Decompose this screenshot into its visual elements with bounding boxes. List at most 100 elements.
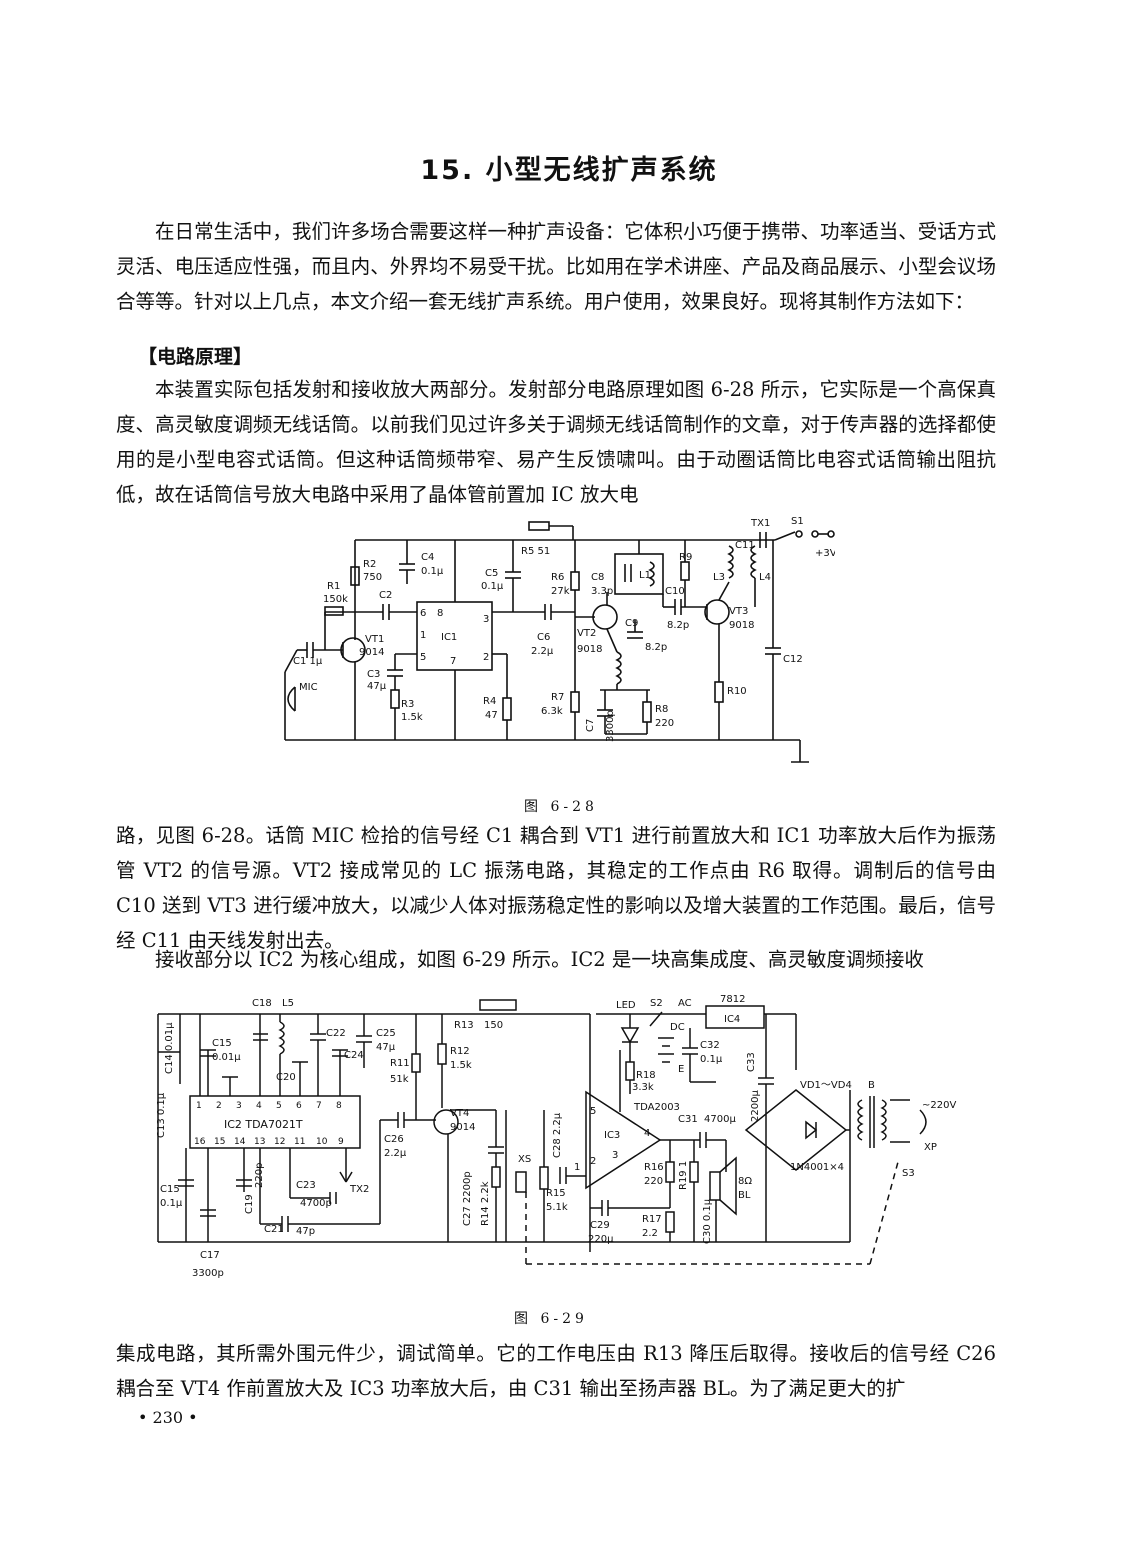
label-c9-value: 8.2p (645, 642, 667, 653)
label-c12: C12 (783, 654, 803, 665)
label-r16: R16 (644, 1162, 664, 1173)
label-c22: C22 (326, 1028, 346, 1039)
label-vt1-value: 9014 (359, 647, 384, 658)
label-r2-value: 750 (363, 572, 382, 583)
label-c25: C25 (376, 1028, 396, 1039)
label-c31-value: 4700μ (704, 1114, 736, 1125)
ic2-pin: 12 (274, 1137, 285, 1147)
label-r11-value: 51k (390, 1074, 409, 1085)
label-c8-value: 3.3p (591, 586, 613, 597)
label-s1: S1 (791, 516, 804, 527)
label-l5: L5 (282, 998, 294, 1009)
label-c21: C21 (264, 1224, 284, 1235)
label-s3: S3 (902, 1168, 915, 1179)
label-c8: C8 (591, 572, 604, 583)
label-r7-value: 6.3k (541, 706, 563, 717)
label-r18-value: 3.3k (632, 1082, 654, 1093)
label-mic: MIC (299, 682, 318, 693)
label-c3: C3 (367, 669, 380, 680)
label-r15-value: 5.1k (546, 1202, 568, 1213)
label-c9: C9 (625, 618, 638, 629)
label-l4: L4 (759, 572, 771, 583)
label-c15-top-value: 0.01μ (212, 1052, 241, 1063)
pin-3: 3 (483, 614, 489, 625)
ic2-pin: 6 (296, 1101, 302, 1111)
label-1n4001: 1N4001×4 (790, 1162, 844, 1173)
opamp-pin-4: 4 (644, 1128, 650, 1139)
opamp-pin-2: 2 (590, 1156, 596, 1167)
pin-8: 8 (437, 608, 443, 619)
label-c15-top: C15 (212, 1038, 232, 1049)
label-c18: C18 (252, 998, 272, 1009)
label-tda2003: TDA2003 (633, 1102, 680, 1113)
label-c32: C32 (700, 1040, 720, 1051)
ic2-pin: 4 (256, 1101, 262, 1111)
label-c7-value: 3300p (605, 710, 616, 742)
label-c24: C24 (344, 1050, 364, 1061)
label-r3-value: 1.5k (401, 712, 423, 723)
label-bl: BL (738, 1190, 751, 1201)
label-r4: R4 (483, 696, 496, 707)
ic2-pin: 1 (196, 1101, 202, 1111)
label-r12-value: 1.5k (450, 1060, 472, 1071)
label-c3-value: 47μ (367, 681, 387, 692)
label-c17-value: 3300p (192, 1268, 224, 1279)
label-c6: C6 (537, 632, 550, 643)
label-c23: C23 (296, 1180, 316, 1191)
label-r17-value: 2.2 (642, 1228, 658, 1239)
label-c28: C28 2.2μ (552, 1112, 563, 1158)
ic2-pin: 16 (194, 1137, 206, 1147)
label-r18: R18 (636, 1070, 656, 1081)
label-c5: C5 (485, 568, 498, 579)
intro-paragraph: 在日常生活中，我们许多场合需要这样一种扩声设备：它体积小巧便于携带、功率适当、受… (116, 220, 996, 313)
label-c26: C26 (384, 1134, 404, 1145)
label-xs: XS (518, 1154, 531, 1165)
label-ic1: IC1 (441, 632, 457, 643)
label-c10: C10 (665, 586, 685, 597)
label-c25-value: 47μ (376, 1042, 396, 1053)
label-c20: C20 (276, 1072, 296, 1083)
label-r10: R10 (727, 686, 747, 697)
label-l3: L3 (713, 572, 725, 583)
label-l1: L1 (639, 570, 651, 581)
ic2-pin: 10 (316, 1137, 328, 1147)
label-c19-value: 220p (254, 1163, 265, 1188)
label-c29: C29 (590, 1220, 610, 1231)
label-c26-value: 2.2μ (384, 1148, 407, 1159)
figure-6-29-caption: 图 6-29 (514, 1311, 588, 1327)
label-c23-value: 4700p (300, 1198, 332, 1209)
closing-paragraph: 集成电路，其所需外围元件少，调试简单。它的工作电压由 R13 降压后取得。接收后… (116, 1342, 996, 1400)
label-r7: R7 (551, 692, 564, 703)
label-vt2: VT2 (577, 628, 596, 639)
section-heading: 【电路原理】 (138, 346, 253, 368)
label-r1-value: 150k (323, 594, 348, 605)
label-led: LED (616, 1000, 636, 1011)
label-7812: 7812 (720, 994, 745, 1005)
label-c29-value: 220μ (588, 1234, 614, 1245)
ic2-pin: 13 (254, 1137, 265, 1147)
label-c30: C30 0.1μ (702, 1198, 713, 1244)
label-r15: R15 (546, 1188, 566, 1199)
label-c17: C17 (200, 1250, 220, 1261)
label-c4-value: 0.1μ (421, 566, 444, 577)
pin-6: 6 (420, 608, 426, 619)
label-xp: XP (924, 1142, 937, 1153)
label-r13-value: 150 (484, 1020, 503, 1031)
label-tx1: TX1 (750, 518, 770, 529)
article-title: 15. 小型无线扩声系统 (420, 155, 718, 186)
figure-6-29-schematic: C14 0.01μ C13 0.1μ C15 0.01μ C18 L5 C20 … (156, 994, 956, 1279)
ic2-pin: 15 (214, 1137, 225, 1147)
page-number: • 230 • (138, 1408, 198, 1427)
opamp-pin-3: 3 (612, 1150, 618, 1161)
label-c5-value: 0.1μ (481, 581, 504, 592)
label-c31: C31 (678, 1114, 698, 1125)
label-r17: R17 (642, 1214, 662, 1225)
label-r14: R14 2.2k (480, 1181, 491, 1226)
ic2-pin: 8 (336, 1101, 342, 1111)
label-c14: C14 0.01μ (164, 1022, 175, 1074)
label-r5: R5 51 (521, 546, 550, 557)
ic2-pin: 9 (338, 1137, 344, 1147)
label-mains-220v: ~220V (922, 1100, 956, 1111)
ic2-pin: 2 (216, 1101, 222, 1111)
figure-6-28-caption: 图 6-28 (524, 799, 598, 815)
